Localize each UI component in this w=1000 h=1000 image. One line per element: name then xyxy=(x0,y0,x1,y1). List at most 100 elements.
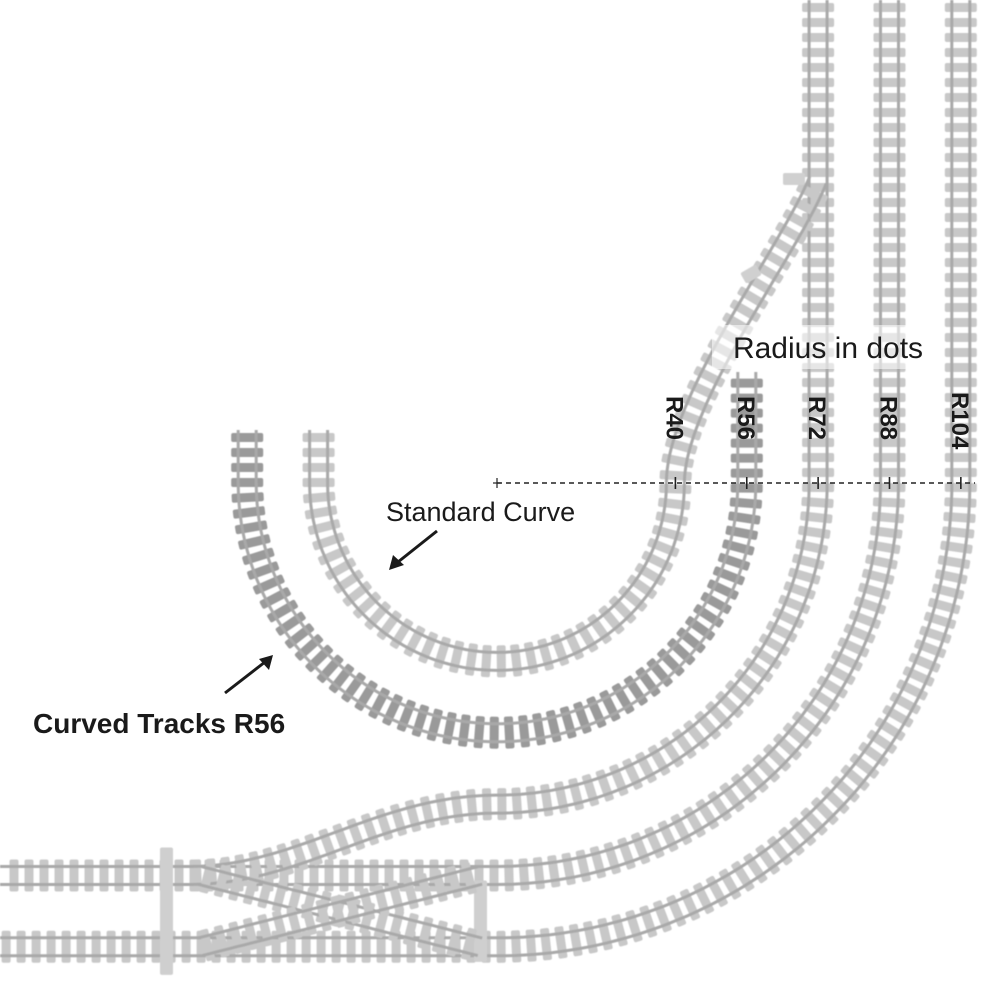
sleeper xyxy=(114,859,124,892)
sleeper xyxy=(481,788,492,821)
sleeper xyxy=(547,855,561,888)
radius-reference-line xyxy=(493,477,975,489)
sleeper xyxy=(944,318,977,327)
sleeper xyxy=(944,153,977,162)
sleeper xyxy=(302,433,335,442)
sleeper xyxy=(658,497,691,511)
sleeper xyxy=(800,511,833,524)
sleeper xyxy=(940,540,973,554)
sleeper xyxy=(867,540,901,554)
rail xyxy=(326,430,668,654)
sleeper xyxy=(496,930,506,963)
sleeper xyxy=(540,928,552,961)
sleeper xyxy=(324,859,334,892)
rail xyxy=(254,372,740,726)
sleeper xyxy=(231,478,264,487)
sleeper xyxy=(497,788,507,821)
sleeper xyxy=(316,930,326,963)
sleeper xyxy=(944,228,977,237)
sleeper xyxy=(873,78,906,87)
rail xyxy=(0,0,882,868)
sleeper xyxy=(873,3,906,12)
sleeper xyxy=(69,859,79,892)
sleeper xyxy=(944,258,977,267)
sleeper xyxy=(231,448,264,457)
sleeper xyxy=(944,138,977,147)
sleeper xyxy=(944,468,977,477)
sleeper xyxy=(496,645,506,678)
sleeper xyxy=(798,525,831,539)
sleeper xyxy=(504,859,514,892)
sleeper xyxy=(944,243,977,252)
sleeper xyxy=(802,288,835,297)
sleeper xyxy=(730,453,763,463)
sleeper xyxy=(46,930,56,963)
sleeper xyxy=(942,526,975,539)
sleeper xyxy=(61,930,71,963)
sleeper xyxy=(873,168,906,177)
sleeper xyxy=(802,108,835,117)
sleeper xyxy=(16,930,26,963)
rail xyxy=(664,176,812,483)
sleeper xyxy=(99,859,109,892)
sleeper xyxy=(944,108,977,117)
sleeper xyxy=(9,859,19,892)
sleeper xyxy=(873,453,906,462)
u-curve-r56 xyxy=(231,372,763,749)
sleeper xyxy=(944,3,977,12)
sleeper xyxy=(302,448,335,457)
sleeper xyxy=(944,78,977,87)
sleeper xyxy=(802,153,835,162)
sleeper xyxy=(174,859,184,892)
sleeper xyxy=(511,787,523,820)
sleeper xyxy=(802,258,835,267)
sleeper xyxy=(151,930,161,963)
sleeper xyxy=(944,348,977,357)
sleeper xyxy=(802,123,835,132)
sleeper xyxy=(231,492,264,503)
rail xyxy=(0,0,900,886)
sleeper xyxy=(802,63,835,72)
rail xyxy=(0,0,954,940)
arrow-head-icon xyxy=(259,655,273,670)
sleeper xyxy=(510,930,522,963)
title-backdrop xyxy=(712,325,944,369)
sleeper xyxy=(873,108,906,117)
sleeper xyxy=(944,198,977,207)
sleeper xyxy=(802,93,835,102)
radius-label-r104: R104 xyxy=(946,392,973,450)
rail xyxy=(308,430,686,672)
sleeper xyxy=(24,859,34,892)
rail xyxy=(0,0,972,958)
sleeper xyxy=(730,468,763,478)
sleeper xyxy=(870,526,903,539)
sleeper xyxy=(181,930,191,963)
sleeper xyxy=(873,183,906,192)
sleeper xyxy=(873,468,906,477)
sleeper xyxy=(39,859,49,892)
sleeper xyxy=(802,78,835,87)
sleeper xyxy=(331,930,341,963)
sleeper xyxy=(730,378,763,388)
rail xyxy=(201,882,483,958)
sleeper xyxy=(873,378,906,387)
sleeper xyxy=(944,18,977,27)
sleeper xyxy=(873,228,906,237)
sleeper xyxy=(944,63,977,72)
sleeper xyxy=(944,497,977,508)
sleeper xyxy=(802,18,835,27)
sleeper xyxy=(136,930,146,963)
sleeper xyxy=(873,243,906,252)
sleeper xyxy=(937,555,971,569)
sleeper xyxy=(346,930,356,963)
sleeper xyxy=(944,33,977,42)
sleeper xyxy=(728,511,761,525)
sleeper xyxy=(91,930,101,963)
sleeper xyxy=(76,930,86,963)
sleeper xyxy=(354,859,364,892)
sleeper xyxy=(729,497,763,509)
switch-lever xyxy=(783,173,805,185)
track-r40-diverging xyxy=(659,176,828,484)
sleeper xyxy=(944,363,977,372)
